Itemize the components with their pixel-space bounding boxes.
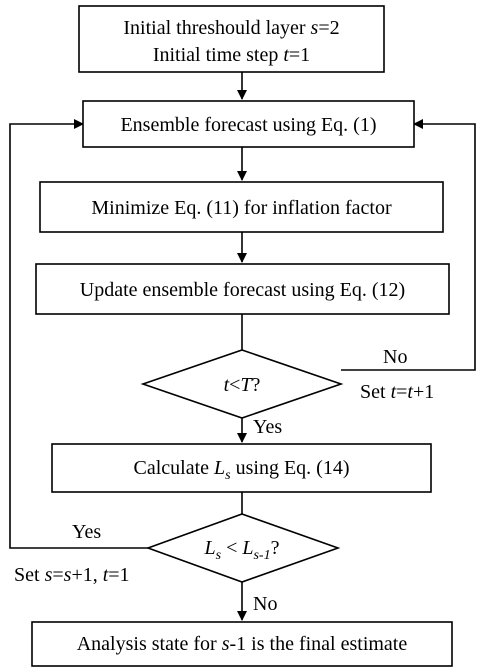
final-box: Analysis state for s-1 is the final esti… (31, 621, 453, 667)
update-box-label: Update ensemble forecast using Eq. (12) (80, 279, 405, 301)
loss-yes-label: Yes (72, 521, 101, 543)
time-no-action: Set t=t+1 (360, 381, 434, 403)
arrow-time-no-loop-back (341, 119, 476, 371)
update-box: Update ensemble forecast using Eq. (12) (35, 263, 450, 315)
calculate-box-label: Calculate Ls using Eq. (14) (134, 457, 350, 483)
loss-decision: Ls < Ls-1? (145, 513, 341, 583)
calculate-box: Calculate Ls using Eq. (14) (51, 443, 432, 493)
minimize-box: Minimize Eq. (11) for inflation factor (39, 181, 444, 233)
loss-no-label: No (253, 593, 277, 615)
loss-yes-action: Set s=s+1, t=1 (14, 564, 130, 586)
time-yes-label: Yes (253, 416, 282, 438)
arrow-loss-yes-loop-back (9, 119, 148, 549)
start-box: Initial threshould layer s=2 Initial tim… (78, 5, 385, 73)
start-box-line1: Initial threshould layer s=2 (123, 17, 339, 39)
forecast-box: Ensemble forecast using Eq. (1) (82, 100, 415, 148)
time-decision-label: t<T? (224, 374, 261, 396)
time-decision: t<T? (140, 349, 344, 419)
forecast-box-label: Ensemble forecast using Eq. (1) (120, 114, 376, 136)
loss-decision-label: Ls < Ls-1? (204, 537, 280, 563)
time-no-label: No (383, 346, 407, 368)
final-box-label: Analysis state for s-1 is the final esti… (77, 633, 408, 655)
start-box-line2: Initial time step t=1 (153, 44, 310, 66)
minimize-box-label: Minimize Eq. (11) for inflation factor (91, 197, 392, 219)
